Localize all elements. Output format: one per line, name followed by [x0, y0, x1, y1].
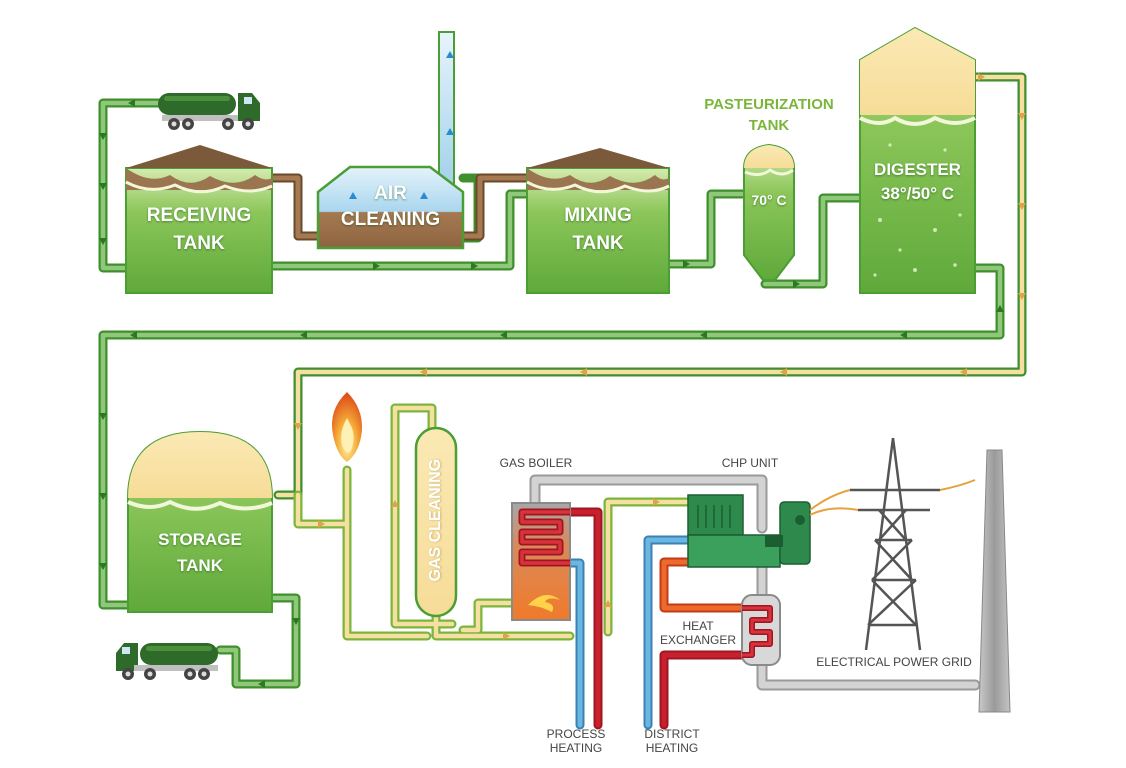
digester-label-line-1: DIGESTER: [874, 160, 961, 179]
heat-exchanger-label: HEAT EXCHANGER: [650, 619, 746, 648]
chimney-icon: [978, 449, 1011, 713]
digester-label: DIGESTER 38°/50° C: [860, 160, 975, 203]
gas-cleaning-label: GAS CLEANING: [426, 458, 444, 582]
gas-boiler-label: GAS BOILER: [499, 456, 573, 470]
gas-boiler: [511, 502, 571, 621]
air-cleaning-label-line-2: CLEANING: [340, 208, 441, 230]
mixing-tank-label-line-1: MIXING: [564, 205, 632, 226]
tanker-truck-icon: [116, 643, 218, 680]
heat-exchanger-label-line-1: HEAT: [682, 619, 714, 633]
electrical-power-grid-label: ELECTRICAL POWER GRID: [816, 655, 972, 669]
chp-unit-label: CHP UNIT: [721, 456, 779, 470]
receiving-tank-label-line-1: RECEIVING: [146, 205, 252, 226]
air-cleaning-label: AIR CLEANING: [318, 183, 463, 231]
district-heating-label-line-2: HEATING: [645, 740, 699, 755]
pipe-network: [98, 72, 1027, 730]
mixing-tank-label: MIXING TANK: [527, 205, 669, 255]
flow-arrow-icon: [349, 51, 454, 199]
tanker-truck-icon: [158, 93, 260, 130]
air-cleaning-unit: [316, 31, 465, 250]
district-heating-label: DISTRICT HEATING: [634, 727, 710, 756]
storage-tank-label-line-2: TANK: [177, 555, 223, 575]
heating-pipes: [565, 507, 747, 730]
mixing-tank: [526, 148, 670, 294]
flame-icon: [528, 595, 560, 612]
heat-exchanger-label-line-2: EXCHANGER: [659, 632, 736, 647]
air-pipes: [267, 173, 532, 241]
receiving-tank-label: RECEIVING TANK: [126, 205, 272, 255]
storage-tank: [127, 430, 273, 613]
digester-label-line-2: 38°/50° C: [880, 183, 955, 203]
pasteurization-tank-label: PASTEURIZATION TANK: [689, 96, 849, 135]
power-pylon-icon: [850, 437, 940, 651]
pasteurization-tank: [743, 143, 795, 281]
chp-unit: [687, 494, 811, 568]
heat-exchanger: [741, 594, 781, 666]
process-heating-label-line-2: HEATING: [549, 740, 603, 755]
process-heating-label-line-1: PROCESS: [546, 727, 606, 741]
gas-cleaning-unit: [414, 426, 458, 618]
flow-arrow-icon: [294, 73, 1026, 640]
district-heating-label-line-1: DISTRICT: [644, 727, 700, 741]
pasteurization-tank-label-line-2: TANK: [748, 117, 790, 135]
digester: [859, 26, 976, 294]
air-cleaning-label-line-1: AIR: [374, 183, 407, 204]
flow-arrow-icon: [99, 99, 1004, 688]
storage-tank-label: STORAGE TANK: [128, 530, 272, 575]
process-heating-label: PROCESS HEATING: [538, 727, 614, 756]
power-cable: [809, 479, 976, 516]
receiving-tank-label-line-2: TANK: [173, 232, 225, 254]
pasteurization-tank-label-line-1: PASTEURIZATION: [704, 96, 834, 113]
mixing-tank-label-line-2: TANK: [572, 232, 624, 254]
storage-tank-label-line-1: STORAGE: [158, 530, 242, 549]
flame-icon: [331, 392, 363, 462]
pasteurization-temperature: 70° C: [751, 192, 787, 208]
receiving-tank: [125, 145, 273, 294]
